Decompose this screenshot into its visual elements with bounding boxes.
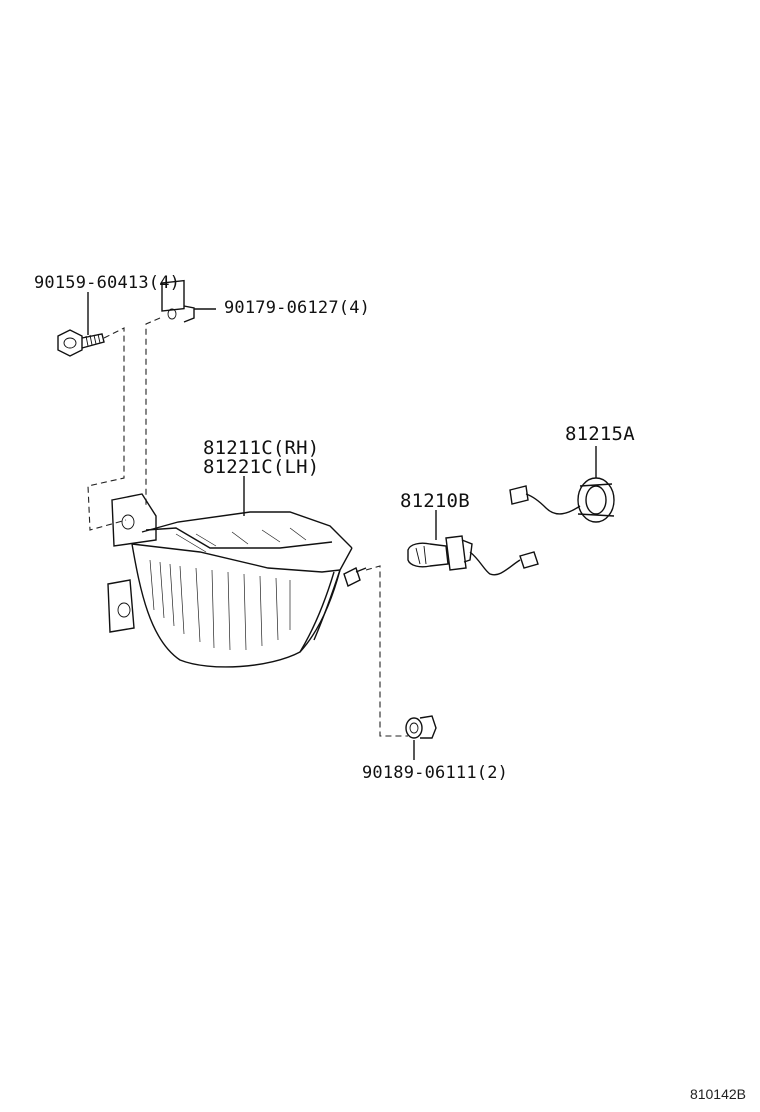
adjuster-icon <box>405 715 437 760</box>
lamp-lh-part-label: 81221C(LH) <box>203 456 320 478</box>
adjuster-guide-line <box>365 565 408 737</box>
screw-guide-line <box>87 327 127 531</box>
socket-part-label: 81215A <box>565 423 635 445</box>
bulb-icon <box>407 510 539 576</box>
diagram-code: 810142B <box>689 1086 746 1102</box>
lamp-rh-part-label: 81211C(RH) <box>203 437 320 459</box>
screw-part-label: 90159-60413(4) <box>34 273 181 293</box>
clip-guide-line <box>145 317 161 505</box>
clip-part-label: 90179-06127(4) <box>224 298 371 318</box>
fog-lamp-icon <box>107 476 367 668</box>
screw-icon <box>57 292 105 357</box>
socket-icon <box>509 446 615 523</box>
adjuster-part-label: 90189-06111(2) <box>362 763 509 783</box>
clip-icon <box>161 279 216 323</box>
bulb-part-label: 81210B <box>400 490 470 512</box>
